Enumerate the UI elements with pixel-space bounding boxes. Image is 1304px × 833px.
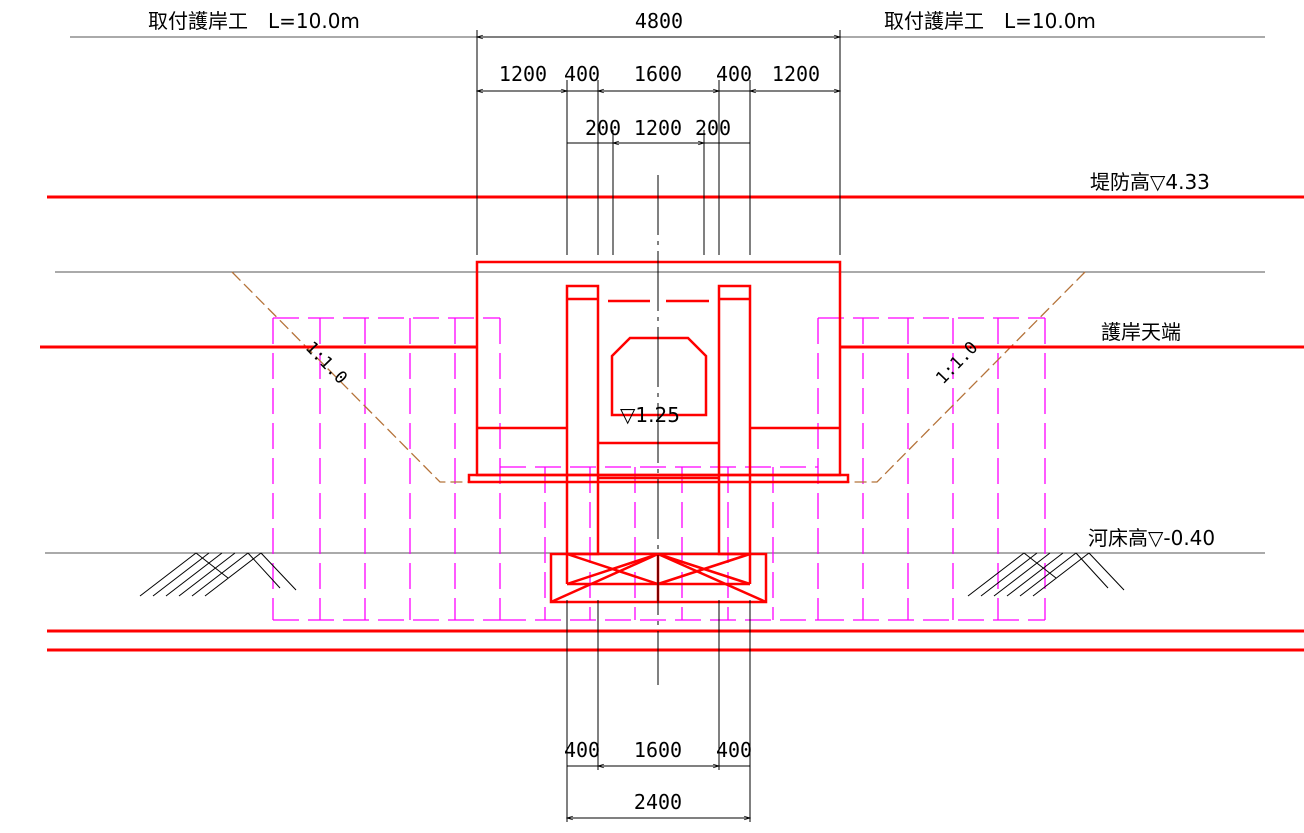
- bottom-dimension-right: 400: [715, 738, 753, 762]
- dimension-lines: [477, 30, 840, 822]
- level-lines: [40, 195, 1304, 652]
- top-dimension-right-outer: 1200: [771, 62, 821, 86]
- title-left: 取付護岸工 L=10.0m: [148, 9, 360, 33]
- excavation-slope: [231, 271, 1086, 483]
- ground-hatch-right: [967, 552, 1125, 597]
- bottom-dimension-center: 1600: [633, 738, 683, 762]
- top-dimension-right-pier: 400: [715, 62, 753, 86]
- ground-hatch-left: [139, 552, 297, 597]
- riverbed-level-label: 河床高▽-0.40: [1088, 526, 1216, 550]
- sheet-piles: [272, 317, 1046, 621]
- revetment-top-label: 護岸天端: [1101, 320, 1181, 344]
- water-level-label: ▽1.25: [620, 403, 680, 427]
- top-dimension-left-pier: 400: [563, 62, 601, 86]
- title-right: 取付護岸工 L=10.0m: [884, 9, 1096, 33]
- top-dimension-left-outer: 1200: [498, 62, 548, 86]
- inner-dimension-right: 200: [694, 116, 732, 140]
- top-dimension-center: 1600: [633, 62, 683, 86]
- top-total-dimension: 4800: [634, 9, 684, 33]
- gate-structure: [467, 260, 850, 604]
- inner-dimension-center: 1200: [633, 116, 683, 140]
- embankment-level-label: 堤防高▽4.33: [1090, 170, 1210, 194]
- bottom-dimension-left: 400: [563, 738, 601, 762]
- inner-dimension-left: 200: [584, 116, 622, 140]
- bottom-total-dimension: 2400: [633, 790, 683, 814]
